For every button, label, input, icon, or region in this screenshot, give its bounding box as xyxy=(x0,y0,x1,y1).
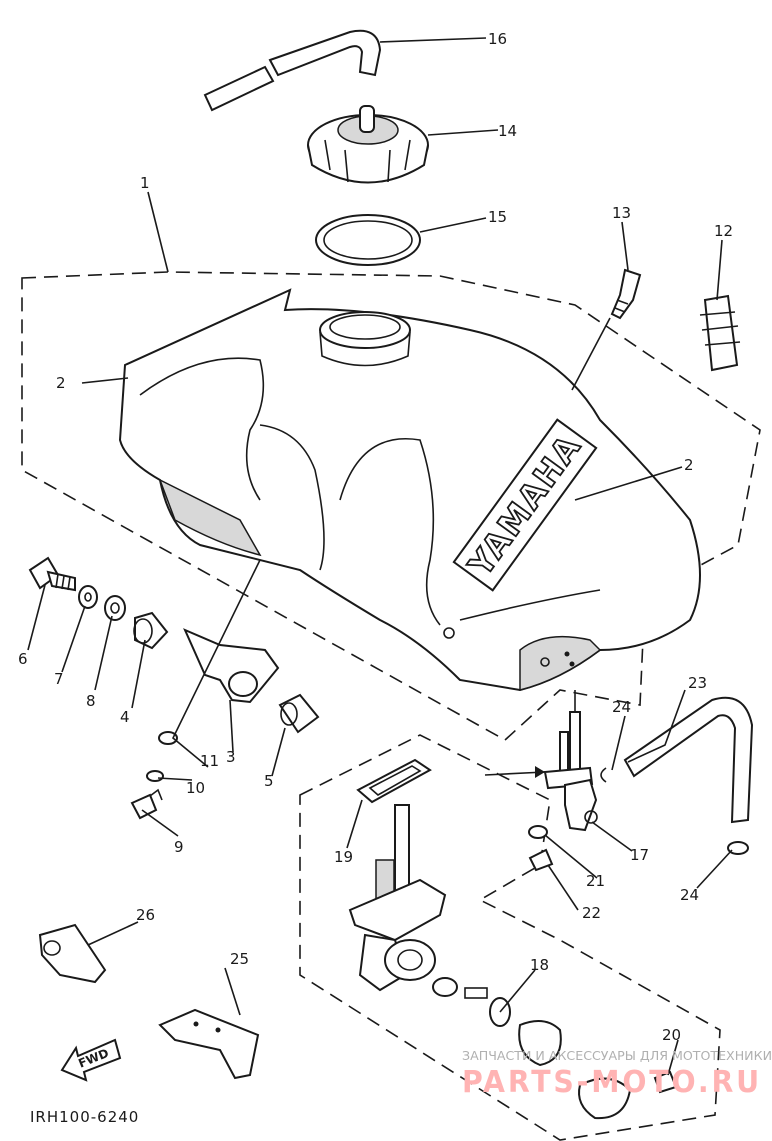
bracket-25-part xyxy=(158,1008,260,1080)
assembly-boundary-fuel-cock xyxy=(299,734,721,1141)
washer-7-part xyxy=(78,585,98,609)
callout-15: 15 xyxy=(488,208,507,226)
washer-10-part xyxy=(146,770,164,782)
callout-18: 18 xyxy=(530,956,549,974)
fuel-cock-body-part xyxy=(348,804,488,999)
callout-14: 14 xyxy=(498,122,517,140)
callout-25: 25 xyxy=(230,950,249,968)
callout-4: 4 xyxy=(120,708,130,726)
damper-12-part xyxy=(699,294,741,372)
fuel-tank-part: YAMAHA xyxy=(118,288,701,692)
clip-11-part xyxy=(158,731,178,745)
damper-26-part xyxy=(38,923,107,984)
clip-24-part-a xyxy=(600,767,607,783)
callout-23: 23 xyxy=(688,674,707,692)
fuel-cock-17-part xyxy=(543,711,598,832)
callout-20: 20 xyxy=(662,1026,681,1044)
callout-21: 21 xyxy=(586,872,605,890)
callout-2-right: 2 xyxy=(684,456,694,474)
callout-24-bottom: 24 xyxy=(680,886,699,904)
callout-9: 9 xyxy=(174,838,184,856)
damper-4-part xyxy=(133,611,169,650)
bolt-6-part xyxy=(28,556,76,592)
watermark-line-1: ЗАПЧАСТИ И АКСЕССУАРЫ ДЛЯ МОТОТЕХНИКИ xyxy=(462,1049,772,1063)
washer-8-part xyxy=(104,595,126,621)
callout-17: 17 xyxy=(630,846,649,864)
callout-8: 8 xyxy=(86,692,96,710)
screw-20-part xyxy=(653,1070,678,1094)
screw-9-part xyxy=(130,788,163,820)
gasket-19-part xyxy=(356,758,432,804)
callout-6: 6 xyxy=(18,650,28,668)
callout-16: 16 xyxy=(488,30,507,48)
breather-hose-part xyxy=(203,29,382,112)
bracket-3-part xyxy=(183,628,280,704)
clip-24-part-b xyxy=(727,841,749,855)
forward-direction-arrow: FWD xyxy=(60,1038,122,1082)
diagram-code: IRH100-6240 xyxy=(30,1108,139,1126)
callout-13: 13 xyxy=(612,204,631,222)
callout-22: 22 xyxy=(582,904,601,922)
callout-5: 5 xyxy=(264,772,274,790)
screw-22-part xyxy=(528,848,554,872)
bolt-13-part xyxy=(610,268,642,320)
leader-lines xyxy=(27,37,733,1076)
callout-7: 7 xyxy=(54,670,64,688)
callout-1: 1 xyxy=(140,174,150,192)
collar-5-part xyxy=(278,693,320,734)
fuel-hose-23-part xyxy=(623,696,754,824)
callout-12: 12 xyxy=(714,222,733,240)
gasket-part xyxy=(315,214,421,266)
callout-labels: 1 2 2 3 4 5 6 7 8 9 10 11 12 13 14 15 16… xyxy=(18,30,733,1044)
callout-3: 3 xyxy=(226,748,236,766)
washer-21-part xyxy=(528,825,548,839)
callout-2-left: 2 xyxy=(56,374,66,392)
watermark-line-2: PARTS-MOTO.RU xyxy=(462,1065,762,1100)
lever-part xyxy=(518,1020,632,1120)
callout-26: 26 xyxy=(136,906,155,924)
callout-24-top: 24 xyxy=(612,698,631,716)
callout-19: 19 xyxy=(334,848,353,866)
tank-cap-part xyxy=(307,105,429,184)
callout-11: 11 xyxy=(200,752,219,770)
callout-10: 10 xyxy=(186,779,205,797)
